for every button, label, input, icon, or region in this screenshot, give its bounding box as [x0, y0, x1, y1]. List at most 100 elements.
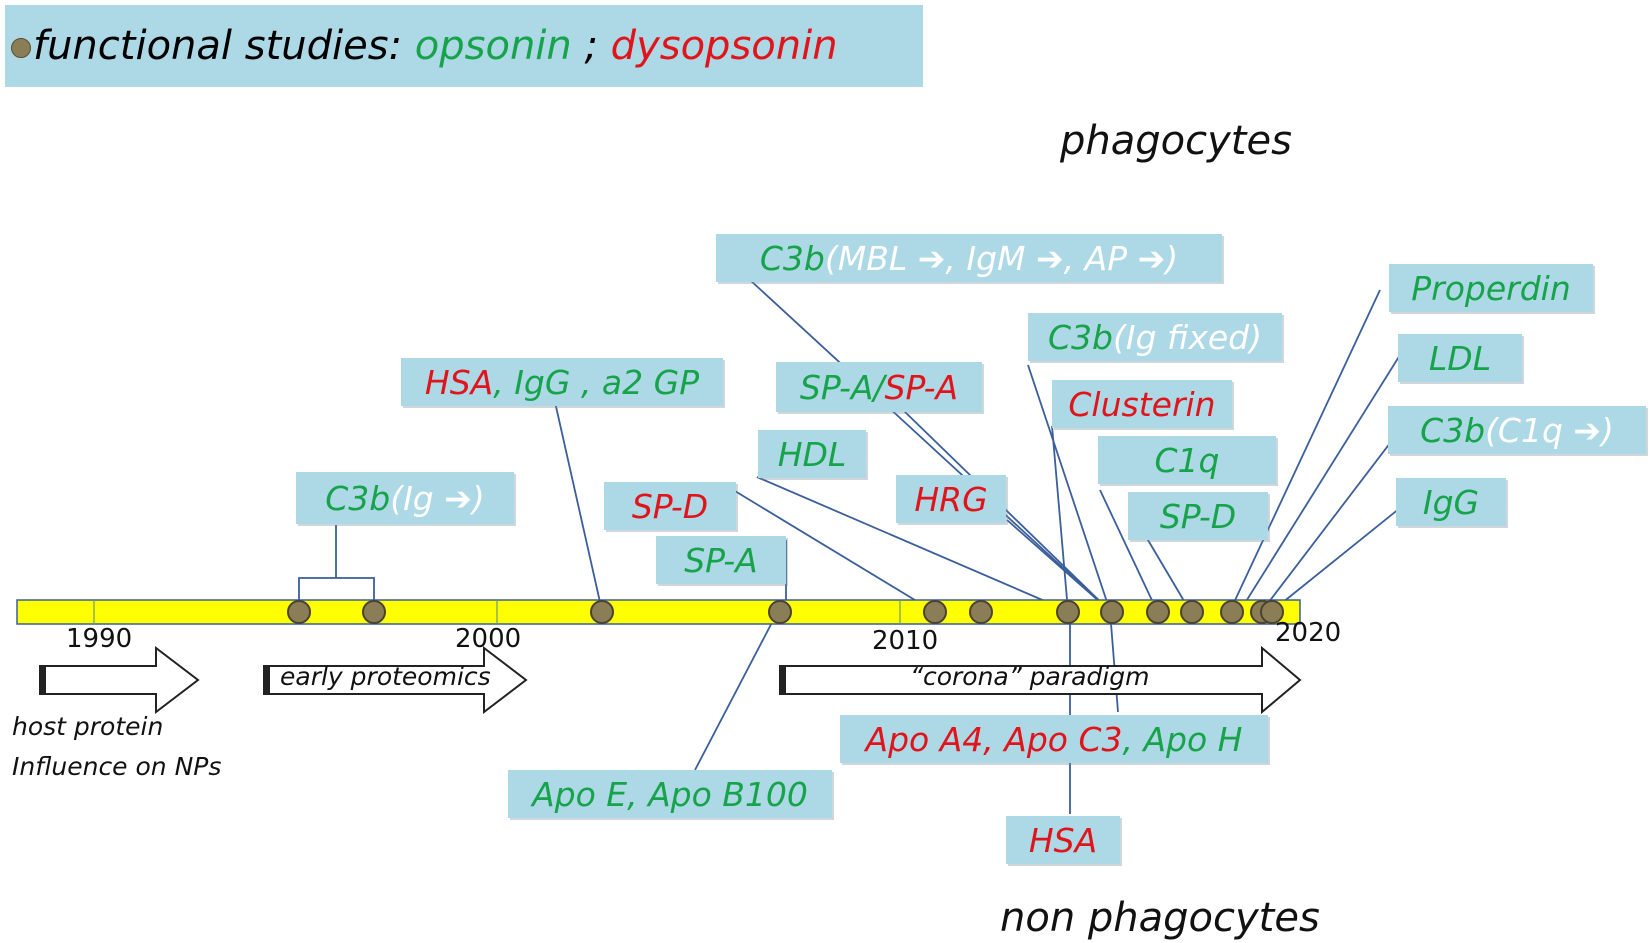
label-apoa4-apoc3: Apo A4, Apo C3 — [865, 719, 1123, 759]
dot-4 — [768, 600, 792, 624]
connector-c3b-igfixed — [1027, 364, 1111, 612]
connector-apoe — [694, 610, 779, 771]
legend-dot-icon — [11, 38, 31, 58]
label-igg-text: IgG — [1422, 482, 1480, 522]
label-c3b-ig-sub: (Ig ➔) — [390, 478, 485, 518]
label-c3b-igfixed: C3b (Ig fixed) — [1028, 313, 1282, 361]
label-c3b-c1q: C3b (C1q ➔) — [1388, 406, 1646, 454]
connector-hdl — [756, 476, 1069, 612]
dot-7 — [1056, 600, 1080, 624]
label-spa-spa-second: SP-A — [884, 367, 959, 407]
label-c1q: C1q — [1098, 436, 1276, 484]
label-hsa-low: HSA — [1006, 816, 1120, 864]
label-hsa-low-text: HSA — [1028, 820, 1098, 860]
dot-10 — [1180, 600, 1204, 624]
dot-13 — [1260, 600, 1284, 624]
label-properdin-text: Properdin — [1411, 268, 1571, 308]
legend-prefix: functional studies: — [33, 23, 415, 69]
era-host-line1: host protein — [12, 712, 164, 741]
connector-spd-high — [1144, 534, 1191, 612]
dot-6 — [969, 600, 993, 624]
arrow-early — [263, 645, 528, 715]
label-c3b-igfixed-main: C3b — [1047, 317, 1113, 357]
label-c3b-mbl: C3b (MBL ➔, IgM ➔, AP ➔) — [716, 234, 1222, 282]
timeline-ticks — [93, 600, 901, 624]
label-hrg-text: HRG — [914, 479, 988, 519]
legend-text: functional studies: opsonin ; dysopsonin — [33, 23, 838, 69]
label-ldl-text: LDL — [1428, 338, 1492, 378]
connector-properdin — [1229, 289, 1381, 612]
year-2000: 2000 — [455, 624, 522, 654]
label-spd-high-text: SP-D — [1159, 496, 1237, 536]
connector-c3b-c1q — [1261, 429, 1401, 612]
label-spa-spa: SP-A/SP-A — [776, 362, 982, 412]
label-hsa-igg-a2gp: HSA, IgG , a2 GP — [401, 358, 723, 406]
timeline-bar — [16, 599, 1301, 625]
label-properdin: Properdin — [1389, 264, 1593, 312]
bracket-c3b-ig — [298, 577, 375, 611]
dot-5 — [923, 600, 947, 624]
timeline-dots — [287, 600, 1284, 624]
label-spd-high: SP-D — [1128, 492, 1268, 540]
label-spd-low: SP-D — [604, 482, 736, 530]
label-spa-low-text: SP-A — [684, 540, 758, 580]
label-clusterin: Clusterin — [1052, 380, 1232, 428]
year-2020: 2020 — [1275, 618, 1342, 648]
year-1990: 1990 — [66, 624, 133, 654]
dot-2 — [362, 600, 386, 624]
label-igg-a2gp-part: , IgG , a2 GP — [493, 362, 700, 402]
label-spd-low-text: SP-D — [631, 486, 709, 526]
era-host-line2: Influence on NPs — [12, 752, 222, 781]
label-hrg: HRG — [896, 475, 1006, 523]
dot-11 — [1220, 600, 1244, 624]
year-2010: 2010 — [872, 626, 939, 656]
label-apoe-text: Apo E, Apo B100 — [532, 774, 808, 814]
legend-separator: ; — [571, 23, 611, 69]
dot-8 — [1100, 600, 1124, 624]
connector-lines — [298, 279, 1411, 814]
label-ldl: LDL — [1398, 334, 1522, 382]
label-hsa-part: HSA — [424, 362, 494, 402]
dot-1 — [287, 600, 311, 624]
label-apoh: , Apo H — [1122, 719, 1243, 759]
label-clusterin-text: Clusterin — [1068, 384, 1216, 424]
connector-c1q — [1099, 489, 1158, 612]
legend-dysopsonin: dysopsonin — [610, 23, 838, 69]
label-hdl-text: HDL — [777, 434, 847, 474]
label-c3b-mbl-main: C3b — [759, 238, 825, 278]
connector-igg — [1271, 499, 1411, 612]
label-spa-spa-first: SP-A/ — [799, 367, 885, 407]
label-c3b-ig-main: C3b — [325, 478, 391, 518]
connector-spd-low — [729, 487, 934, 612]
arrow-tails — [40, 666, 786, 694]
connector-apoa4 — [1109, 610, 1119, 713]
label-c3b-ig: C3b (Ig ➔) — [296, 472, 514, 524]
connector-hsa-igg — [554, 401, 603, 612]
era-corona: “corona” paradigm — [910, 662, 1150, 691]
connector-clusterin — [1051, 425, 1069, 612]
label-apoe-apob100: Apo E, Apo B100 — [508, 770, 832, 818]
heading-phagocytes: phagocytes — [1060, 118, 1292, 164]
label-c3b-c1q-main: C3b — [1420, 410, 1486, 450]
connector-c3b-mbl — [749, 279, 1111, 612]
heading-non-phagocytes: non phagocytes — [1000, 895, 1320, 941]
label-spa-low: SP-A — [656, 536, 786, 584]
label-c1q-text: C1q — [1154, 440, 1220, 480]
era-arrows — [39, 645, 1302, 715]
connector-spa-spa — [902, 409, 1111, 612]
arrow-host — [39, 645, 200, 715]
connector-ldl — [1239, 354, 1401, 612]
label-c3b-c1q-sub: (C1q ➔) — [1485, 410, 1614, 450]
era-early: early proteomics — [280, 662, 491, 691]
dot-3 — [590, 600, 614, 624]
legend-opsonin: opsonin — [414, 23, 572, 69]
legend-box: functional studies: opsonin ; dysopsonin — [5, 5, 923, 87]
arrow-corona — [779, 645, 1302, 715]
label-igg: IgG — [1396, 478, 1506, 526]
label-apoa4-apoc3-apoh: Apo A4, Apo C3, Apo H — [840, 715, 1268, 763]
label-c3b-mbl-sub: (MBL ➔, IgM ➔, AP ➔) — [824, 238, 1179, 278]
dot-9 — [1146, 600, 1170, 624]
label-c3b-igfixed-sub: (Ig fixed) — [1112, 317, 1262, 357]
label-hdl: HDL — [758, 430, 866, 478]
